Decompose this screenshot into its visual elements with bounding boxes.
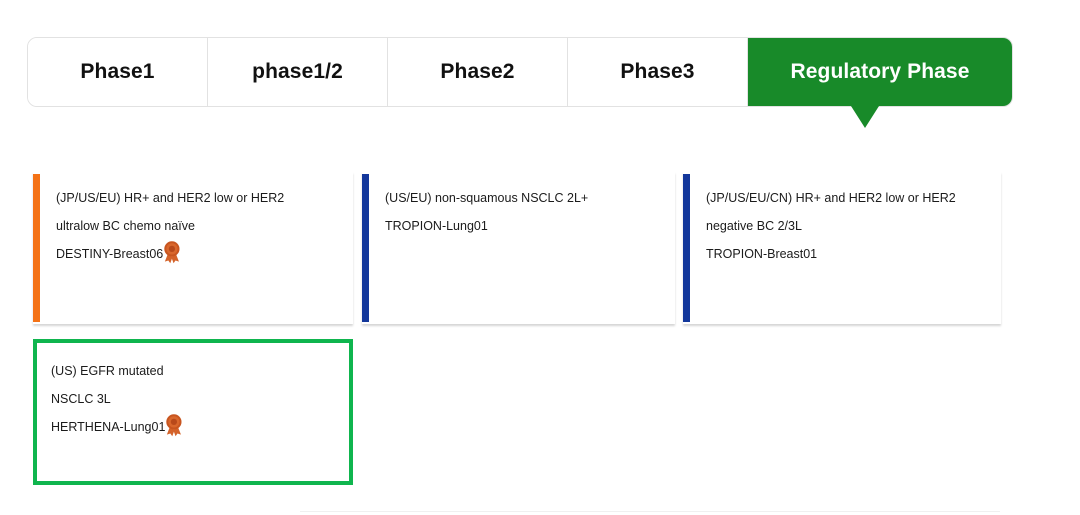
card-line: ultralow BC chemo naïve	[56, 219, 195, 233]
tab-label: Phase2	[440, 60, 515, 83]
tab-phase1[interactable]: Phase1	[28, 38, 208, 106]
card-line: (JP/US/EU/CN) HR+ and HER2 low or HER2	[706, 191, 956, 205]
tab-label: phase1/2	[252, 60, 343, 83]
active-tab-caret-icon	[851, 106, 879, 128]
card-line: NSCLC 3L	[51, 392, 111, 406]
card-body: (US) EGFR mutated NSCLC 3L HERTHENA-Lung…	[37, 343, 349, 481]
card-body: (JP/US/EU) HR+ and HER2 low or HER2 ultr…	[40, 172, 353, 324]
card-body: (JP/US/EU/CN) HR+ and HER2 low or HER2 n…	[690, 172, 1001, 324]
award-rosette-icon	[163, 413, 185, 437]
card-accent-bar-blue	[683, 174, 690, 322]
trial-card-herthena-lung01[interactable]: (US) EGFR mutated NSCLC 3L HERTHENA-Lung…	[33, 339, 353, 485]
phase-tab-bar: Phase1 phase1/2 Phase2 Phase3 Regulatory…	[27, 37, 1013, 107]
tab-phase2[interactable]: Phase2	[388, 38, 568, 106]
trial-name: HERTHENA-Lung01	[51, 420, 166, 434]
trial-name: DESTINY-Breast06	[56, 247, 164, 261]
tab-label: Phase1	[80, 60, 155, 83]
card-line: negative BC 2/3L	[706, 219, 802, 233]
card-body: (US/EU) non-squamous NSCLC 2L+ TROPION-L…	[369, 172, 675, 324]
trial-card-destiny-breast06[interactable]: (JP/US/EU) HR+ and HER2 low or HER2 ultr…	[33, 172, 353, 324]
tab-label: Regulatory Phase	[790, 60, 970, 83]
card-accent-bar-orange	[33, 174, 40, 322]
bottom-divider	[300, 511, 1000, 512]
card-line: (US/EU) non-squamous NSCLC 2L+	[385, 191, 589, 205]
tab-phase3[interactable]: Phase3	[568, 38, 748, 106]
tab-label: Phase3	[620, 60, 695, 83]
card-accent-bar-blue	[362, 174, 369, 322]
award-rosette-icon	[161, 240, 183, 264]
card-line: TROPION-Lung01	[385, 219, 488, 233]
card-line-with-badge: HERTHENA-Lung01	[51, 413, 339, 441]
tab-regulatory-phase[interactable]: Regulatory Phase	[748, 38, 1012, 106]
tab-phase1-2[interactable]: phase1/2	[208, 38, 388, 106]
trial-card-tropion-breast01[interactable]: (JP/US/EU/CN) HR+ and HER2 low or HER2 n…	[683, 172, 1001, 324]
card-line: (JP/US/EU) HR+ and HER2 low or HER2	[56, 191, 285, 205]
card-line-with-badge: DESTINY-Breast06	[56, 240, 343, 268]
card-line: TROPION-Breast01	[706, 247, 818, 261]
card-line: (US) EGFR mutated	[51, 364, 164, 378]
trial-card-tropion-lung01[interactable]: (US/EU) non-squamous NSCLC 2L+ TROPION-L…	[362, 172, 675, 324]
